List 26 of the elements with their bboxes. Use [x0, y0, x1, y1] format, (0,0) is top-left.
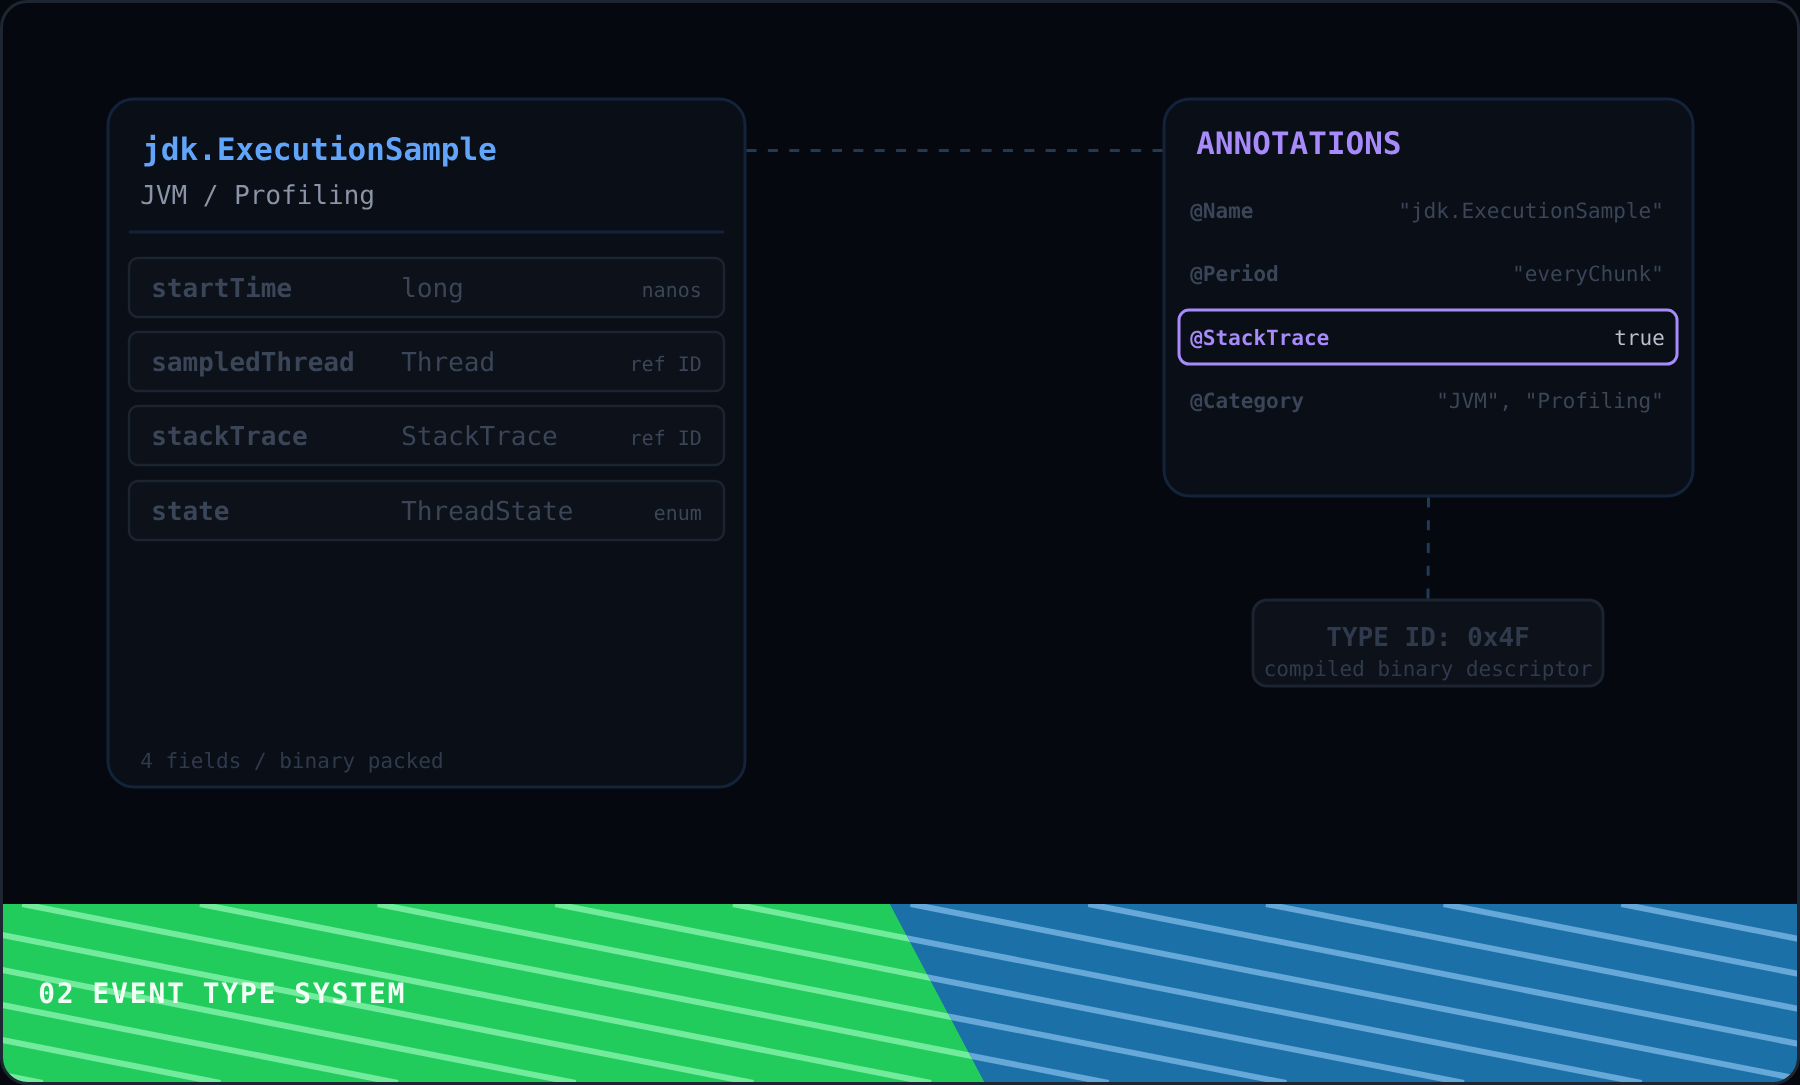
annotation-value: "everyChunk" [1515, 265, 1661, 286]
annotation-value: "jdk.ExecutionSample" [1401, 201, 1661, 223]
card-subtitle: JVM / Profiling [141, 184, 373, 210]
field-type: Thread [401, 351, 493, 372]
field-unit: ref ID [633, 355, 701, 372]
banner-title: 02 EVENT TYPE SYSTEM [39, 982, 404, 1004]
field-type: long [403, 277, 462, 303]
dashed-connector [1426, 497, 1430, 599]
annotation-key: @Period [1190, 263, 1278, 285]
card-title: ANNOTATIONS [1196, 131, 1400, 155]
field-type: ThreadState [401, 500, 572, 521]
field-name: stackTrace [153, 425, 307, 446]
annotation-key: @StackTrace [1190, 329, 1329, 349]
annotation-key: @Name [1190, 202, 1253, 222]
field-name: state [153, 501, 229, 521]
field-name: sampledThread [153, 351, 353, 377]
annotation-value: "JVM", "Profiling" [1439, 391, 1661, 413]
field-unit: nanos [643, 285, 700, 298]
card-title: jdk.ExecutionSample [144, 134, 496, 167]
field-name: startTime [153, 275, 291, 298]
annotation-key: @Category [1190, 392, 1304, 413]
dashed-connector [746, 149, 1163, 152]
field-unit: enum [654, 508, 701, 521]
field-type: StackTrace [403, 425, 557, 446]
field-unit: ref ID [633, 429, 701, 446]
annotation-value: true [1615, 330, 1664, 346]
